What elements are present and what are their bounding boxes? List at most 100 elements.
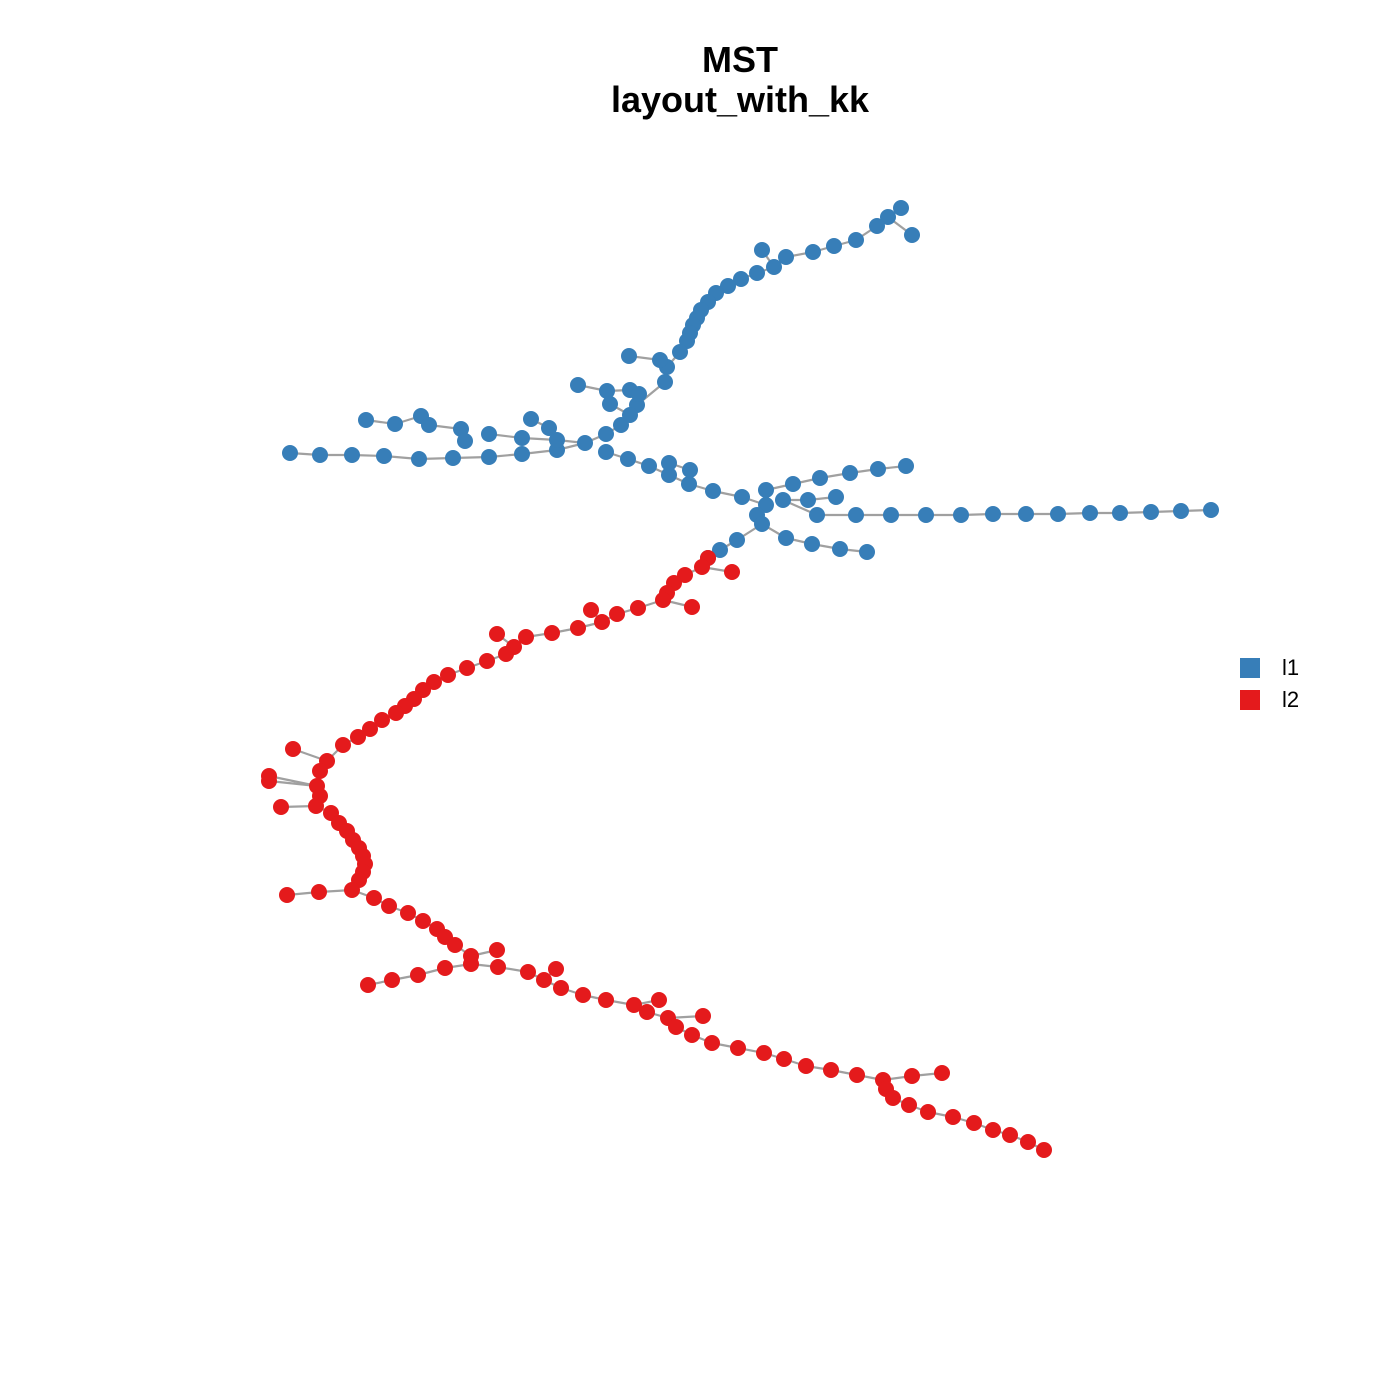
graph-node-l1: [1203, 502, 1219, 518]
graph-node-l1: [598, 444, 614, 460]
graph-node-l2: [548, 961, 564, 977]
graph-node-l1: [898, 458, 914, 474]
graph-node-l1: [661, 467, 677, 483]
plot-title: MST: [702, 39, 778, 80]
graph-node-l1: [541, 420, 557, 436]
graph-node-l1: [720, 278, 736, 294]
graph-node-l2: [285, 741, 301, 757]
graph-node-l1: [312, 447, 328, 463]
graph-node-l2: [374, 712, 390, 728]
graph-node-l2: [400, 905, 416, 921]
graph-node-l2: [553, 980, 569, 996]
graph-node-l1: [1050, 506, 1066, 522]
graph-node-l1: [344, 447, 360, 463]
graph-node-l2: [684, 599, 700, 615]
graph-node-l1: [800, 492, 816, 508]
graph-node-l1: [641, 458, 657, 474]
graph-node-l2: [312, 763, 328, 779]
graph-node-l2: [437, 960, 453, 976]
graph-node-l1: [733, 271, 749, 287]
legend-item-l1: l1: [1240, 652, 1299, 684]
graph-node-l2: [901, 1097, 917, 1113]
graph-node-l2: [677, 567, 693, 583]
graph-node-l2: [626, 997, 642, 1013]
graph-node-l2: [684, 1027, 700, 1043]
graph-node-l2: [273, 799, 289, 815]
graph-node-l2: [463, 956, 479, 972]
graph-node-l2: [609, 606, 625, 622]
graph-node-l2: [570, 620, 586, 636]
graph-node-l1: [918, 507, 934, 523]
graph-node-l2: [1002, 1127, 1018, 1143]
graph-node-l2: [655, 592, 671, 608]
graph-node-l2: [575, 987, 591, 1003]
graph-node-l1: [893, 200, 909, 216]
graph-node-l1: [804, 536, 820, 552]
graph-node-l1: [657, 374, 673, 390]
graph-edge: [268, 779, 318, 788]
graph-node-l1: [754, 242, 770, 258]
graph-node-l1: [870, 461, 886, 477]
legend: l1 l2: [1240, 652, 1299, 716]
graph-node-l2: [489, 626, 505, 642]
graph-node-l2: [279, 887, 295, 903]
graph-node-l1: [621, 348, 637, 364]
graph-node-l1: [712, 542, 728, 558]
graph-node-l2: [594, 614, 610, 630]
graph-node-l1: [778, 249, 794, 265]
graph-node-l1: [376, 448, 392, 464]
graph-node-l1: [682, 462, 698, 478]
graph-node-l2: [335, 737, 351, 753]
graph-node-l1: [681, 476, 697, 492]
edge-layer: [268, 207, 1212, 1151]
graph-node-l1: [514, 430, 530, 446]
graph-node-l2: [362, 721, 378, 737]
graph-node-l1: [1143, 504, 1159, 520]
graph-node-l1: [481, 426, 497, 442]
graph-node-l2: [1020, 1134, 1036, 1150]
graph-node-l2: [544, 625, 560, 641]
graph-node-l1: [282, 445, 298, 461]
graph-node-l1: [869, 218, 885, 234]
graph-node-l1: [457, 433, 473, 449]
graph-node-l2: [639, 1004, 655, 1020]
graph-node-l1: [1173, 503, 1189, 519]
graph-node-l1: [672, 344, 688, 360]
graph-node-l1: [705, 483, 721, 499]
graph-node-l2: [261, 773, 277, 789]
graph-node-l2: [945, 1109, 961, 1125]
graph-node-l2: [651, 992, 667, 1008]
graph-node-l1: [842, 465, 858, 481]
graph-node-l2: [776, 1051, 792, 1067]
graph-node-l2: [904, 1068, 920, 1084]
graph-node-l1: [661, 455, 677, 471]
graph-node-l2: [447, 937, 463, 953]
graph-node-l2: [344, 882, 360, 898]
graph-node-l1: [358, 412, 374, 428]
graph-node-l1: [778, 530, 794, 546]
graph-node-l2: [598, 992, 614, 1008]
graph-node-l1: [809, 507, 825, 523]
graph-node-l2: [381, 898, 397, 914]
graph-node-l2: [849, 1067, 865, 1083]
graph-node-l2: [490, 959, 506, 975]
graph-node-l2: [520, 964, 536, 980]
graph-node-l2: [704, 1035, 720, 1051]
graph-node-l2: [695, 1008, 711, 1024]
graph-node-l1: [805, 244, 821, 260]
graph-node-l1: [549, 432, 565, 448]
title-block: MST layout_with_kk: [440, 40, 1040, 120]
graph-node-l2: [415, 913, 431, 929]
graph-node-l1: [652, 352, 668, 368]
graph-node-l2: [426, 674, 442, 690]
graph-node-l1: [387, 416, 403, 432]
graph-node-l2: [350, 729, 366, 745]
graph-node-l1: [904, 227, 920, 243]
graph-node-l1: [758, 482, 774, 498]
graph-node-l2: [479, 653, 495, 669]
graph-node-l1: [1018, 506, 1034, 522]
legend-item-l2: l2: [1240, 684, 1299, 716]
graph-node-l1: [729, 532, 745, 548]
graph-node-l1: [812, 470, 828, 486]
